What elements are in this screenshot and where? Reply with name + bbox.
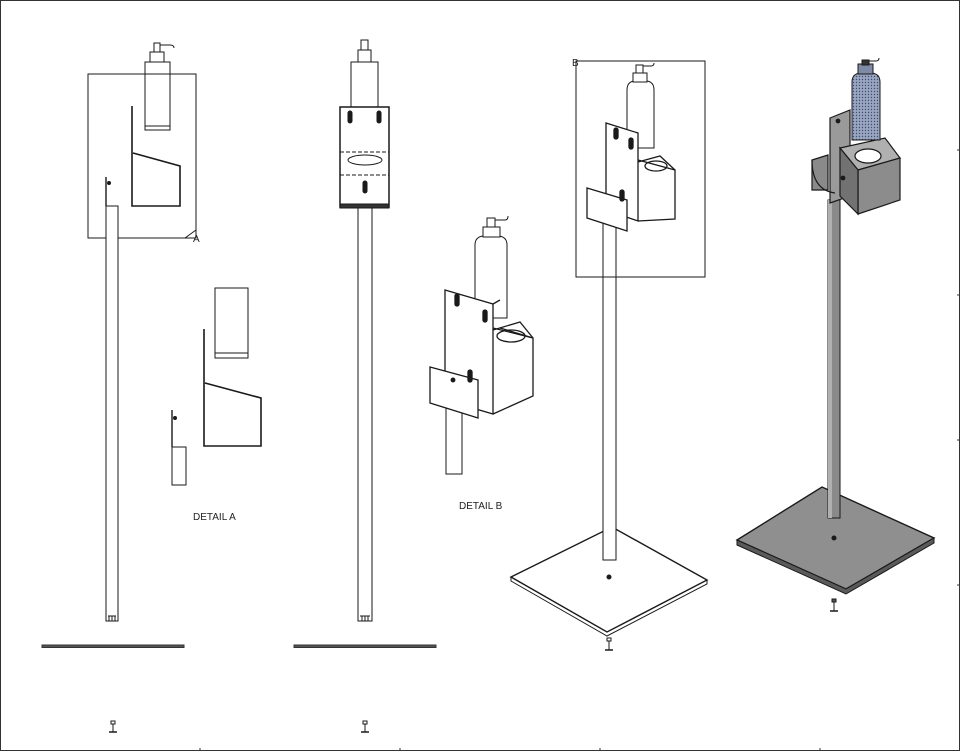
detail-a-bottle [214,287,249,359]
detail-b-boundary [575,60,706,278]
shaded-foot-screw [830,598,838,612]
isometric-base-plate [509,526,709,637]
isometric-pole [602,211,617,561]
side-view [41,42,197,733]
detail-b-marker: B [572,58,579,69]
detail-a-pole-stub [171,446,187,486]
front-view-foot-screw [361,720,369,733]
detail-b-bottle [474,215,509,319]
detail-b-holder [429,289,534,419]
detail-a-caption: DETAIL A [193,512,236,523]
detail-b-caption: DETAIL B [459,501,503,512]
shaded-bottle [851,57,881,141]
side-view-foot-screw [109,720,117,733]
front-view-holder [339,106,390,209]
detail-a-boundary [87,73,197,239]
isometric-line-view [509,60,709,651]
side-view-holder [131,106,181,207]
side-view-bottle [144,42,175,131]
detail-a-holder [203,329,262,447]
isometric-holder [586,122,676,232]
side-view-base-plate [41,644,185,648]
isometric-shaded-view [735,57,936,612]
detail-a-marker: A [193,234,200,245]
front-view-base-plate [293,644,437,648]
side-view-pole [105,205,119,622]
isometric-foot-screw [605,637,613,651]
detail-a-view [171,287,262,486]
shaded-base-plate [735,486,936,595]
shaded-holder [811,109,902,216]
detail-b-view [429,215,534,475]
front-view [293,39,437,733]
front-view-pole [357,207,373,622]
